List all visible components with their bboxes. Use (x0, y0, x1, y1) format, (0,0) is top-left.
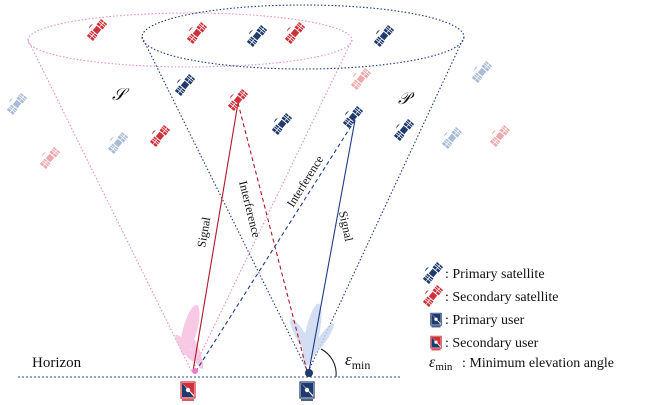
legend-primary-satellite-text: : Primary satellite (445, 267, 545, 282)
secondary-coverage-cone (27, 12, 353, 373)
secondary-satellite-icon (83, 15, 108, 42)
primary-satellite-icon (438, 123, 463, 150)
primary-signal-label: Signal (336, 210, 356, 244)
secondary-user-icon (180, 381, 196, 401)
secondary-signal-label: Signal (194, 215, 213, 248)
secondary-set-label: 𝒮 (112, 85, 130, 104)
primary-user-icon (299, 381, 315, 401)
secondary-satellite-icon (281, 18, 306, 45)
interference-to-primary-label: Interference (284, 153, 327, 210)
legend: : Primary satellite : Secondary satellit… (419, 258, 614, 373)
legend-primary-user-text: : Primary user (445, 313, 525, 328)
primary-satellite-icon (3, 89, 28, 116)
secondary-user-beam (175, 304, 204, 369)
primary-satellite-icon (370, 21, 395, 48)
elevation-angle-arc (320, 348, 337, 378)
legend-primary-satellite-icon (419, 258, 444, 285)
primary-satellite-icon (243, 21, 268, 48)
primary-satellite-icon (104, 128, 129, 155)
secondary-satellite-icon (36, 143, 61, 170)
legend-elevation-text: : Minimum elevation angle (462, 356, 614, 371)
primary-satellite-icon (268, 109, 293, 136)
secondary-satellite-icon (347, 64, 372, 91)
primary-set-label: 𝒫 (398, 89, 415, 108)
primary-satellite-icon (390, 115, 415, 142)
legend-secondary-satellite-icon (419, 281, 444, 308)
secondary-satellite-icon (183, 18, 208, 45)
primary-satellite-icon (468, 57, 493, 84)
secondary-satellite-icon (486, 121, 511, 148)
horizon-label: Horizon (32, 355, 82, 371)
legend-primary-user-icon (430, 312, 442, 328)
legend-elevation-symbol: εmin (429, 354, 453, 373)
primary-signal-link (308, 119, 356, 372)
secondary-satellite-icon (146, 121, 171, 148)
primary-interference-link (195, 119, 356, 372)
secondary-signal-link (192, 102, 239, 372)
legend-secondary-user-icon (430, 335, 442, 351)
secondary-satellite-icon (224, 85, 249, 112)
elevation-angle-label: εmin (345, 350, 370, 372)
legend-secondary-satellite-text: : Secondary satellite (445, 290, 559, 305)
primary-coverage-cone (141, 4, 465, 373)
legend-secondary-user-text: : Secondary user (445, 336, 539, 351)
primary-satellite-icon (339, 102, 364, 129)
primary-satellite-icon (171, 70, 196, 97)
